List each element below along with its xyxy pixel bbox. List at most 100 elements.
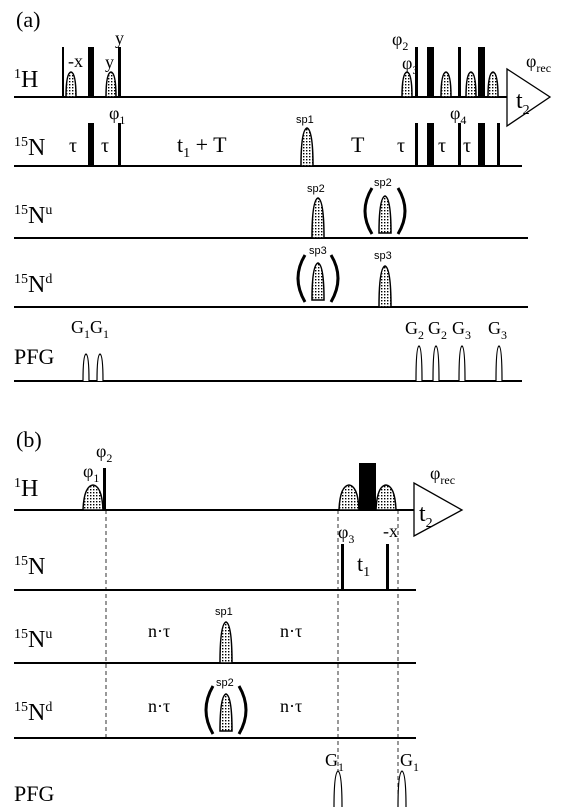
panel-b: (b) 1H 15N 15Nu 15Nd PFG φ1 φ2 xyxy=(14,427,464,807)
hard-pulse-180 xyxy=(427,47,434,97)
gradient-label-g1: G1 xyxy=(325,750,344,774)
left-parenthesis xyxy=(204,685,215,735)
delay-t: T xyxy=(351,132,365,157)
panel-b-15n-pulses: φ3 -x t1 xyxy=(338,521,398,590)
gradient-pulse-g2 xyxy=(432,345,440,382)
gradient-label-g1: G1 xyxy=(71,317,90,341)
channel-label-1h: 1H xyxy=(14,67,38,93)
channel-label-pfg: PFG xyxy=(14,344,54,369)
receiver-phase-label: φrec xyxy=(430,463,455,487)
panel-a-channel-labels: 1H 15N 15Nu 15Nd PFG xyxy=(14,67,54,369)
channel-label-1h: 1H xyxy=(14,476,38,502)
gradient-label-g1: G1 xyxy=(400,750,419,774)
shaped-pulse-sp3 xyxy=(311,262,325,301)
panel-b-15nd-pulses: sp2 n·τ n·τ xyxy=(148,677,302,735)
shaped-pulse xyxy=(338,484,360,511)
hard-pulse-90 xyxy=(497,123,500,166)
shaped-pulse-sp2 xyxy=(378,195,392,234)
panel-a-label: (a) xyxy=(16,7,40,32)
hard-pulse-90 xyxy=(415,47,418,97)
phase-label-phi2: φ2 xyxy=(96,441,112,465)
hard-pulse-180 xyxy=(88,47,94,97)
hard-pulse-180 xyxy=(88,123,94,166)
hard-pulse-90 xyxy=(386,544,389,590)
gradient-label-g2: G2 xyxy=(405,318,424,342)
channel-label-15nu: 15Nu xyxy=(14,203,52,229)
hard-pulse-180 xyxy=(427,123,434,166)
hard-pulse-90 xyxy=(103,468,106,510)
panel-a: (a) 1H 15N 15Nu 15Nd PFG xyxy=(14,7,552,382)
left-parenthesis xyxy=(296,254,307,303)
pulse-edge xyxy=(62,47,64,97)
shaped-pulse-sp2 xyxy=(219,693,233,732)
phase-label-phi3: φ3 xyxy=(338,522,354,546)
channel-label-15n: 15N xyxy=(14,135,45,161)
channel-label-15nd: 15Nd xyxy=(14,700,52,726)
shaped-pulse xyxy=(465,71,477,98)
shape-label-sp2: sp2 xyxy=(216,677,234,689)
delay-n-tau: n·τ xyxy=(280,621,302,641)
gradient-label-g2: G2 xyxy=(428,318,447,342)
delay-tau: τ xyxy=(397,135,405,157)
shaped-pulse-sp3 xyxy=(378,265,392,308)
shaped-pulse xyxy=(105,71,117,98)
phase-label-phi2: φ2 xyxy=(392,29,408,53)
phase-label-minus-x: -x xyxy=(68,51,83,71)
shaped-pulse xyxy=(440,71,452,98)
panel-a-15nd-pulses: sp3 sp3 xyxy=(296,245,392,308)
gradient-label-g3: G3 xyxy=(452,318,471,342)
shaped-pulse-sp1 xyxy=(219,621,233,664)
receiver-phase-label: φrec xyxy=(526,51,551,75)
delay-n-tau: n·τ xyxy=(280,696,302,716)
delay-tau: τ xyxy=(438,135,446,157)
gradient-pulse-g1 xyxy=(82,353,90,382)
shaped-pulse xyxy=(375,484,397,511)
gradient-pulse-g2 xyxy=(415,345,423,382)
shaped-pulse-sp1 xyxy=(300,127,314,167)
panel-a-15nu-pulses: sp2 sp2 xyxy=(307,177,407,239)
panel-b-channel-labels: 1H 15N 15Nu 15Nd PFG xyxy=(14,476,54,806)
right-parenthesis xyxy=(329,254,340,303)
phase-label-minus-x: -x xyxy=(383,521,398,541)
hard-pulse-90 xyxy=(458,123,461,166)
channel-label-15n: 15N xyxy=(14,554,45,580)
panel-b-1h-pulses: φ1 φ2 t2 φrec xyxy=(82,441,464,538)
hard-pulse-90 xyxy=(118,123,121,166)
phase-label-y: y xyxy=(105,52,114,72)
delay-n-tau: n·τ xyxy=(148,696,170,716)
shape-label-sp1: sp1 xyxy=(296,114,314,126)
panel-b-gradients: G1 G1 xyxy=(325,750,419,807)
shaped-pulse-sp2 xyxy=(311,197,325,239)
gradient-pulse-g1 xyxy=(333,770,343,807)
hard-pulse-180 xyxy=(359,463,376,510)
phase-label-phi4: φ4 xyxy=(450,103,466,127)
right-parenthesis xyxy=(396,187,407,235)
shape-label-sp3: sp3 xyxy=(374,250,392,262)
hard-pulse-180 xyxy=(478,123,485,166)
right-parenthesis xyxy=(237,685,248,735)
hard-pulse-90 xyxy=(415,123,418,166)
shape-label-sp3: sp3 xyxy=(309,245,327,257)
gradient-pulse-g1 xyxy=(397,770,407,807)
delay-tau: τ xyxy=(101,135,109,157)
shape-label-sp2: sp2 xyxy=(374,177,392,189)
phase-label-phi1: φ1 xyxy=(83,461,99,485)
shape-label-sp1: sp1 xyxy=(215,606,233,618)
acquisition-label: t2 xyxy=(516,88,530,118)
shaped-pulse xyxy=(65,71,77,98)
panel-a-gradients: G1 G1 G2 G2 G3 G3 xyxy=(71,317,507,382)
delay-t1-plus-t: t1 + T xyxy=(177,132,227,161)
left-parenthesis xyxy=(363,187,374,235)
hard-pulse-90 xyxy=(118,47,121,97)
gradient-pulse-g1 xyxy=(96,353,104,382)
gradient-label-g3: G3 xyxy=(488,318,507,342)
gradient-label-g1: G1 xyxy=(90,317,109,341)
shaped-pulse xyxy=(82,484,104,511)
gradient-pulse-g3 xyxy=(495,345,503,382)
hard-pulse-90 xyxy=(341,544,344,590)
hard-pulse-180 xyxy=(478,47,485,97)
channel-label-pfg: PFG xyxy=(14,781,54,806)
phase-label-phi3: φ3 xyxy=(402,53,418,77)
delay-tau: τ xyxy=(69,135,77,157)
phase-label-y: y xyxy=(115,28,124,48)
